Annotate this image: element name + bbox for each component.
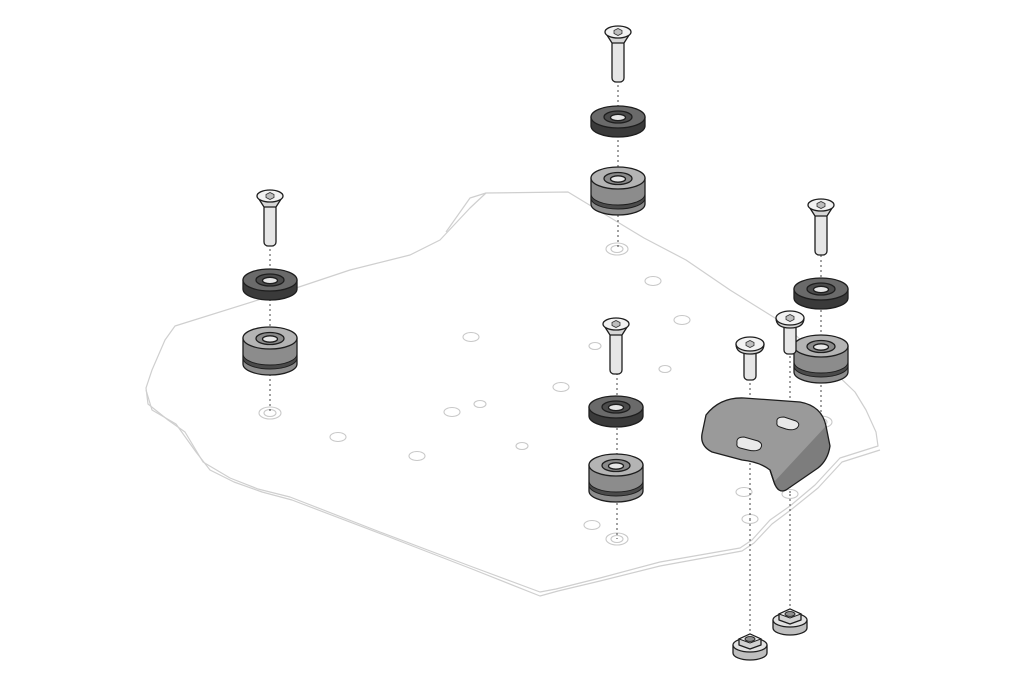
- countersunk-bolt: [256, 189, 284, 247]
- mount-stack-right: [793, 198, 849, 384]
- flange-nut: [772, 608, 808, 636]
- angle-bracket: [701, 397, 831, 492]
- rubber-grommet: [793, 334, 849, 384]
- mount-stack-top: [590, 25, 646, 216]
- mount-stack-left: [242, 189, 298, 376]
- countersunk-bolt: [604, 25, 632, 83]
- rubber-grommet: [588, 453, 644, 503]
- flange-nuts: [732, 608, 808, 661]
- rubber-grommet: [242, 326, 298, 376]
- rubber-grommet: [590, 166, 646, 216]
- flange-nut: [732, 633, 768, 661]
- rubber-washer-dark: [588, 395, 644, 428]
- base-plate: [145, 191, 881, 597]
- mount-stack-center: [588, 317, 644, 503]
- assembly-axes: [269, 80, 822, 636]
- rubber-washer-dark: [793, 277, 849, 310]
- button-head-bolt: [735, 336, 765, 381]
- countersunk-bolt: [807, 198, 835, 256]
- rubber-washer-dark: [242, 268, 298, 301]
- rubber-washer-dark: [590, 105, 646, 138]
- plate-holes: [258, 242, 833, 546]
- countersunk-bolt: [602, 317, 630, 375]
